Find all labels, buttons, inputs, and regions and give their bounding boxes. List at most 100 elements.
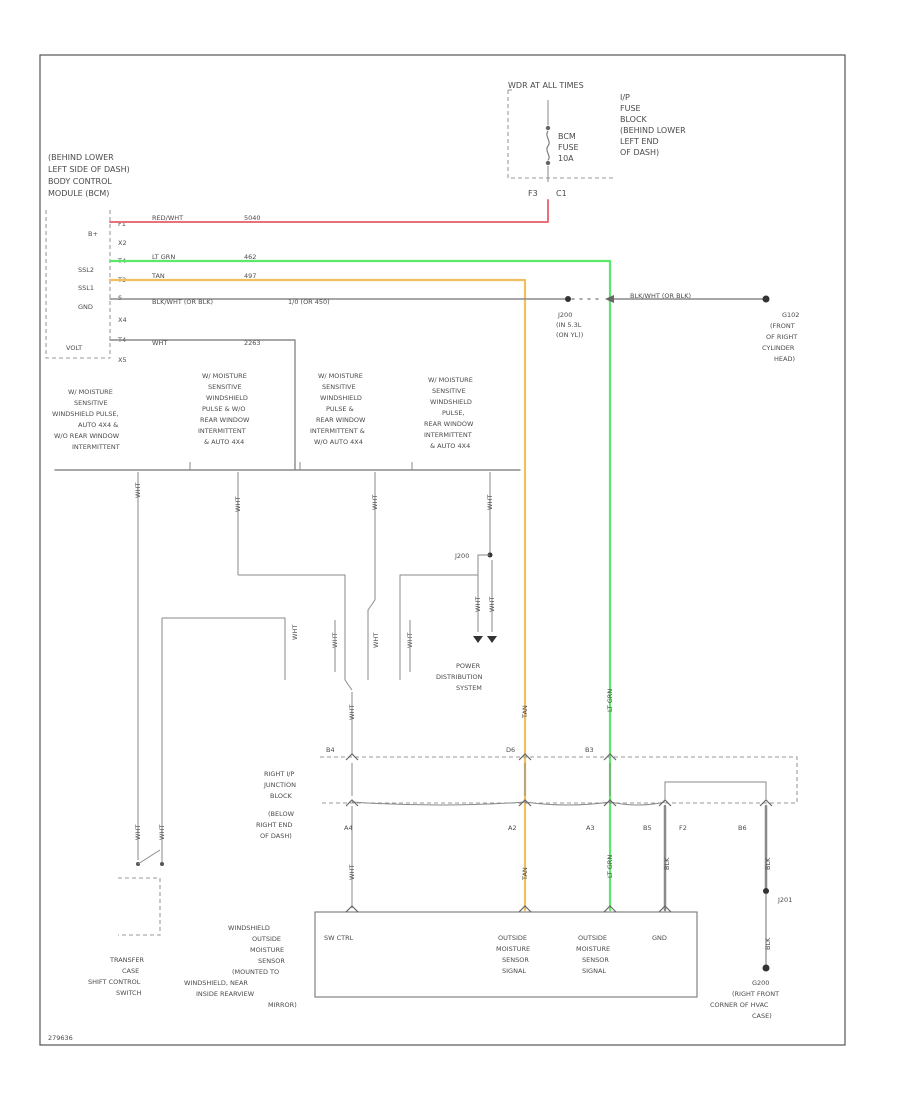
svg-text:MOISTURE: MOISTURE [496,945,530,953]
wht-drops: WHT WHT WHT WHT J200 WHT WHT POWER DISTR… [134,472,497,862]
svg-text:W/ MOISTURE: W/ MOISTURE [428,376,473,384]
svg-text:SIGNAL: SIGNAL [582,967,606,975]
svg-text:& AUTO 4X4: & AUTO 4X4 [430,442,470,450]
svg-text:W/ MOISTURE: W/ MOISTURE [202,372,247,380]
svg-text:BCM: BCM [558,132,576,141]
svg-text:& AUTO 4X4: & AUTO 4X4 [204,438,244,446]
svg-text:A2: A2 [508,824,517,832]
svg-text:SENSITIVE: SENSITIVE [74,399,108,407]
svg-text:B6: B6 [738,824,747,832]
svg-text:W/ MOISTURE: W/ MOISTURE [318,372,363,380]
svg-text:SSL2: SSL2 [78,266,94,274]
svg-text:2263: 2263 [244,339,261,347]
svg-text:(BELOW: (BELOW [268,810,295,818]
svg-text:B5: B5 [643,824,652,832]
svg-text:WHT: WHT [488,597,496,612]
svg-text:WHT: WHT [372,633,380,648]
svg-text:497: 497 [244,272,256,280]
svg-text:1/0 (OR 450): 1/0 (OR 450) [288,298,330,306]
svg-text:REAR WINDOW: REAR WINDOW [424,420,474,428]
svg-text:MOISTURE: MOISTURE [250,946,284,954]
svg-text:BLK: BLK [764,857,772,870]
svg-text:FUSE: FUSE [620,104,641,113]
svg-text:OF DASH): OF DASH) [620,148,659,157]
svg-text:MOISTURE: MOISTURE [576,945,610,953]
svg-text:BLK: BLK [663,857,671,870]
svg-text:MIRROR): MIRROR) [268,1001,297,1009]
svg-text:W/O REAR WINDOW: W/O REAR WINDOW [54,432,120,440]
pds-connector-2 [487,636,497,643]
svg-text:TAN: TAN [521,867,529,881]
svg-text:JUNCTION: JUNCTION [263,781,296,789]
svg-text:SENSOR: SENSOR [502,956,529,964]
svg-text:WINDSHIELD, NEAR: WINDSHIELD, NEAR [184,979,248,987]
svg-text:BLK/WHT (OR BLK): BLK/WHT (OR BLK) [630,292,691,300]
svg-text:INTERMITTENT &: INTERMITTENT & [310,427,365,435]
ground-g102-dot [762,295,770,303]
pds-connector-1 [473,636,483,643]
svg-text:SW CTRL: SW CTRL [324,934,354,942]
svg-text:CASE): CASE) [752,1012,772,1020]
svg-text:CYLINDER: CYLINDER [762,344,795,352]
svg-text:5040: 5040 [244,214,261,222]
svg-text:OF DASH): OF DASH) [260,832,292,840]
svg-text:WHT: WHT [348,865,356,880]
transfer-case-switch: WHT WHT TRANSFER CASE SHIFT CONTROL SWIT… [88,825,166,997]
svg-text:TAN: TAN [521,705,529,719]
svg-text:SSL1: SSL1 [78,284,94,292]
svg-text:OF RIGHT: OF RIGHT [766,333,797,341]
svg-text:OUTSIDE: OUTSIDE [498,934,527,942]
wire-green-ssl2 [108,259,612,912]
svg-text:G102: G102 [782,311,799,319]
svg-text:BLK/WHT (OR BLK): BLK/WHT (OR BLK) [152,298,213,306]
bcm-module: (BEHIND LOWER LEFT SIDE OF DASH) BODY CO… [45,153,130,364]
junction-j200-dot [565,296,571,302]
svg-text:POWER: POWER [456,662,481,670]
svg-text:LT GRN: LT GRN [606,855,614,878]
fuse-block: WDR AT ALL TIMES I/P FUSE BLOCK (BEHIND … [507,81,686,198]
svg-text:GND: GND [78,303,93,311]
svg-text:WINDSHIELD: WINDSHIELD [430,398,472,406]
svg-text:SENSOR: SENSOR [582,956,609,964]
svg-text:INTERMITTENT: INTERMITTENT [72,443,120,451]
footer-code: 279636 [48,1034,73,1042]
svg-text:WINDSHIELD: WINDSHIELD [320,394,362,402]
svg-text:(ON YL)): (ON YL)) [556,331,583,339]
svg-text:WHT: WHT [134,825,142,840]
svg-text:(IN 5.3L: (IN 5.3L [556,321,582,329]
svg-text:J200: J200 [454,552,469,560]
svg-text:BLOCK: BLOCK [620,115,648,124]
svg-text:HEAD): HEAD) [774,355,795,363]
svg-text:WHT: WHT [134,483,142,498]
svg-text:BODY CONTROL: BODY CONTROL [48,177,112,186]
splice-j201 [763,888,769,894]
svg-text:WHT: WHT [158,825,166,840]
svg-text:SIGNAL: SIGNAL [502,967,526,975]
svg-text:RED/WHT: RED/WHT [152,214,183,222]
svg-text:INTERMITTENT: INTERMITTENT [198,427,246,435]
svg-text:J200: J200 [557,311,572,319]
svg-text:(RIGHT FRONT: (RIGHT FRONT [732,990,779,998]
svg-text:(BEHIND LOWER: (BEHIND LOWER [48,153,114,162]
svg-text:D6: D6 [506,746,515,754]
svg-text:RIGHT END: RIGHT END [256,821,292,829]
svg-text:X2: X2 [118,239,127,247]
wire-red-bplus [109,199,549,223]
svg-text:J201: J201 [777,896,792,904]
svg-text:SENSITIVE: SENSITIVE [432,387,466,395]
svg-text:TRANSFER: TRANSFER [109,956,145,964]
fuse-symbol [546,130,550,161]
svg-text:CASE: CASE [122,967,139,975]
svg-text:SYSTEM: SYSTEM [456,684,482,692]
svg-text:X5: X5 [118,356,127,364]
svg-text:LT GRN: LT GRN [152,253,175,261]
svg-text:462: 462 [244,253,256,261]
svg-text:WHT: WHT [152,339,167,347]
svg-text:PULSE & W/O: PULSE & W/O [202,405,245,413]
svg-text:AUTO 4X4 &: AUTO 4X4 & [78,421,118,429]
svg-text:REAR WINDOW: REAR WINDOW [200,416,250,424]
svg-text:F1: F1 [118,220,126,228]
svg-text:I/P: I/P [620,93,630,102]
fuse-header: WDR AT ALL TIMES [508,81,584,90]
svg-text:A4: A4 [344,824,353,832]
